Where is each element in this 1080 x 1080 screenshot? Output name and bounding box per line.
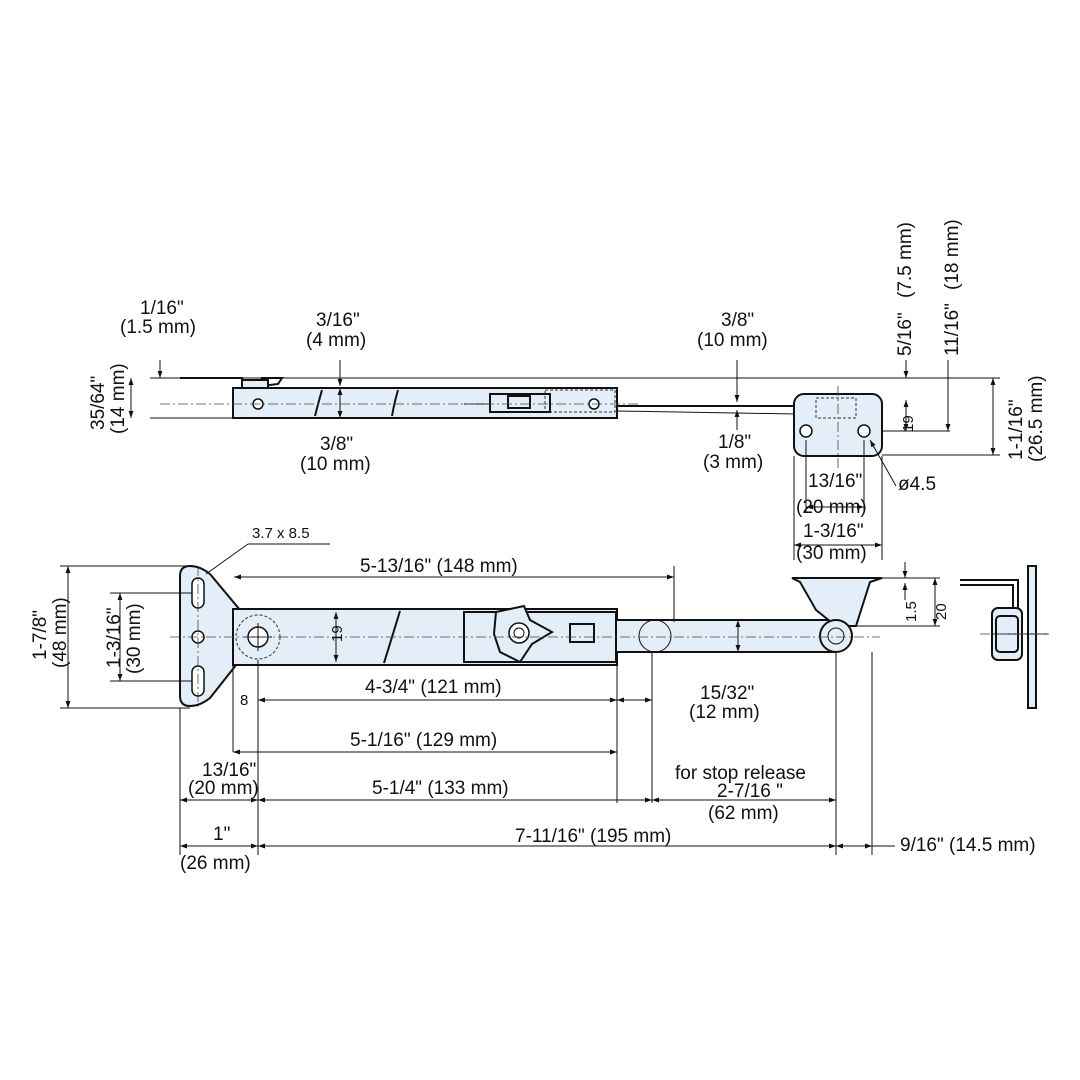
- dim-base-height-in: 1-7/8": [30, 610, 51, 660]
- dim-rod-offset-in: 3/8": [721, 310, 754, 331]
- dim-stop-release-in: 2-7/16 ": [717, 781, 783, 802]
- dim-rod-offset-mm: (10 mm): [697, 330, 768, 351]
- dim-rod-dia-mm: (3 mm): [703, 452, 763, 473]
- dim-span-121: 4-3/4" (121 mm): [365, 677, 502, 698]
- top-arm: [232, 387, 618, 419]
- dim-span-148: 5-13/16" (148 mm): [360, 556, 518, 577]
- dim-arm-width: 19: [329, 625, 346, 642]
- front-view: 3.7 x 8.5 5-13/16" (148 mm) 1-7/8" (48 m…: [30, 525, 1036, 874]
- dim-overall: 7-11/16" (195 mm): [515, 826, 671, 847]
- dim-edge-thickness-mm: (1.5 mm): [120, 317, 196, 338]
- top-view: 1/16" (1.5 mm) 35/64" (14 mm) 3/16" (4 m…: [88, 219, 1047, 564]
- front-end-bracket: [791, 577, 883, 627]
- dim-hole-dia: ø4.5: [898, 474, 936, 495]
- front-base-plate: [179, 564, 241, 708]
- side-bracket: [960, 579, 1019, 610]
- dim-foot-in: 13/16": [202, 760, 256, 781]
- top-stop-knob: [489, 393, 551, 413]
- side-plate: [1027, 565, 1037, 709]
- dim-span-129: 5-1/16" (129 mm): [350, 730, 497, 751]
- dim-base-height-in: 35/64": [88, 376, 109, 430]
- dim-arm-top-mm: (4 mm): [306, 330, 366, 351]
- dim-bracket-total: 20: [933, 603, 950, 620]
- dim-bracket-hole-in: 5/16": [895, 312, 916, 356]
- dim-bracket-hole-mm: (7.5 mm): [895, 222, 916, 298]
- dim-base-width-mm: (26 mm): [180, 853, 251, 874]
- dim-stop-offset-in: 15/32": [700, 683, 754, 704]
- top-slider: [544, 389, 616, 413]
- dim-bracket-height-mm: (26.5 mm): [1026, 375, 1047, 462]
- top-arm-break: [314, 389, 399, 417]
- dim-hole-spacing-mm: (30 mm): [124, 603, 145, 674]
- dim-arm-height-in: 3/8": [320, 434, 353, 455]
- dim-base-height-mm: (14 mm): [108, 363, 129, 434]
- dim-hole-spacing-in: 13/16": [808, 471, 862, 492]
- dim-bracket-height-in: 1-1/16": [1006, 399, 1027, 460]
- dim-bracket-pivot-in: 11/16": [942, 303, 963, 356]
- dim-span-133: 5-1/4" (133 mm): [372, 778, 509, 799]
- dim-arm-height-mm: (10 mm): [300, 454, 371, 475]
- dim-hole-spacing-mm: (20 mm): [796, 497, 867, 518]
- dim-stop-release-note: for stop release: [675, 763, 806, 784]
- dim-bracket-spacing: 19: [900, 415, 917, 432]
- dim-bracket-top: 1.5: [903, 601, 920, 622]
- dim-hole-spacing-in: 1-3/16": [104, 607, 125, 668]
- dim-bracket-width-in: 1-3/16": [803, 521, 864, 542]
- top-bracket-hole-left: [799, 424, 813, 438]
- dim-offset-8: 8: [240, 692, 248, 709]
- top-bracket-hole-right: [857, 424, 871, 438]
- dim-stop-release-mm: (62 mm): [708, 803, 779, 824]
- front-rod: [615, 619, 837, 653]
- top-stop-knob-inner: [507, 395, 531, 409]
- dim-edge-thickness-in: 1/16": [140, 298, 184, 319]
- front-stop-screw: [508, 622, 530, 644]
- dim-bracket-width-mm: (30 mm): [796, 543, 867, 564]
- dim-arm-top-in: 3/16": [316, 310, 360, 331]
- dim-tip: 9/16" (14.5 mm): [900, 835, 1036, 856]
- dim-stop-offset-mm: (12 mm): [689, 702, 760, 723]
- dim-bracket-pivot-mm: (18 mm): [942, 219, 963, 290]
- front-end-pivot: [819, 619, 853, 653]
- side-view: [960, 565, 1050, 709]
- dim-rod-dia-in: 1/8": [718, 432, 751, 453]
- dim-foot-mm: (20 mm): [188, 778, 259, 799]
- dim-base-height-mm: (48 mm): [50, 597, 71, 668]
- dim-base-width-in: 1": [213, 824, 230, 845]
- dim-slot: 3.7 x 8.5: [252, 525, 310, 542]
